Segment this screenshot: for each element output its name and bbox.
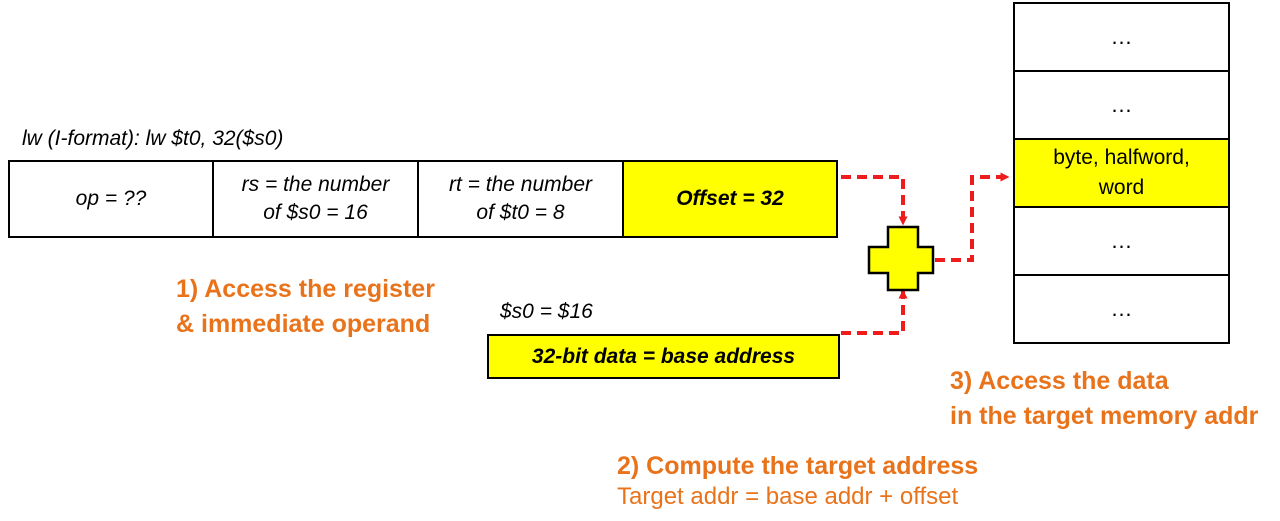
memory-cell-target-line-2: word <box>1098 176 1145 199</box>
memory-column: … … byte, halfword, word … … <box>1013 2 1230 344</box>
step-1-line-2: & immediate operand <box>176 309 431 338</box>
field-rt: rt = the number of $t0 = 8 <box>417 160 624 238</box>
step-1-caption: 1) Access the register & immediate opera… <box>176 272 435 341</box>
field-rs-line-1: rs = the number <box>241 172 390 196</box>
step-2-title: 2) Compute the target address <box>617 452 979 480</box>
register-label: $s0 = $16 <box>500 300 593 323</box>
plus-icon <box>867 225 935 292</box>
register-to-adder-arrow <box>841 289 908 335</box>
offset-to-adder-arrow <box>841 175 908 226</box>
field-rt-line-1: rt = the number <box>449 172 592 196</box>
field-rs-line-2: of $s0 = 16 <box>263 201 368 224</box>
memory-cell-text: … <box>1110 296 1133 322</box>
memory-cell-target-line-1: byte, halfword, <box>1053 145 1190 169</box>
field-offset-line-1: Offset = 32 <box>676 186 784 210</box>
step-1-line-1: 1) Access the register <box>176 275 435 303</box>
register-box: 32-bit data = base address <box>487 334 840 379</box>
memory-cell-text: … <box>1110 228 1133 254</box>
field-op-line-1: op = ?? <box>75 186 147 210</box>
instruction-caption: lw (I-format): lw $t0, 32($s0) <box>22 127 284 150</box>
memory-cell-text: … <box>1110 92 1133 118</box>
memory-cell-text: … <box>1110 24 1133 50</box>
field-rt-line-2: of $t0 = 8 <box>476 201 565 224</box>
step-3-line-1: 3) Access the data <box>950 367 1169 395</box>
memory-cell-target: byte, halfword, word <box>1013 138 1230 208</box>
field-offset: Offset = 32 <box>622 160 838 238</box>
step-3-caption: 3) Access the data in the target memory … <box>950 364 1258 433</box>
register-content: 32-bit data = base address <box>531 344 796 368</box>
memory-cell: … <box>1013 274 1230 344</box>
step-3-line-2: in the target memory addr <box>950 401 1259 430</box>
instruction-format: op = ?? rs = the number of $s0 = 16 rt =… <box>8 160 840 238</box>
step-2-formula: Target addr = base addr + offset <box>617 483 959 510</box>
adder-to-memory-arrow <box>935 172 1010 262</box>
